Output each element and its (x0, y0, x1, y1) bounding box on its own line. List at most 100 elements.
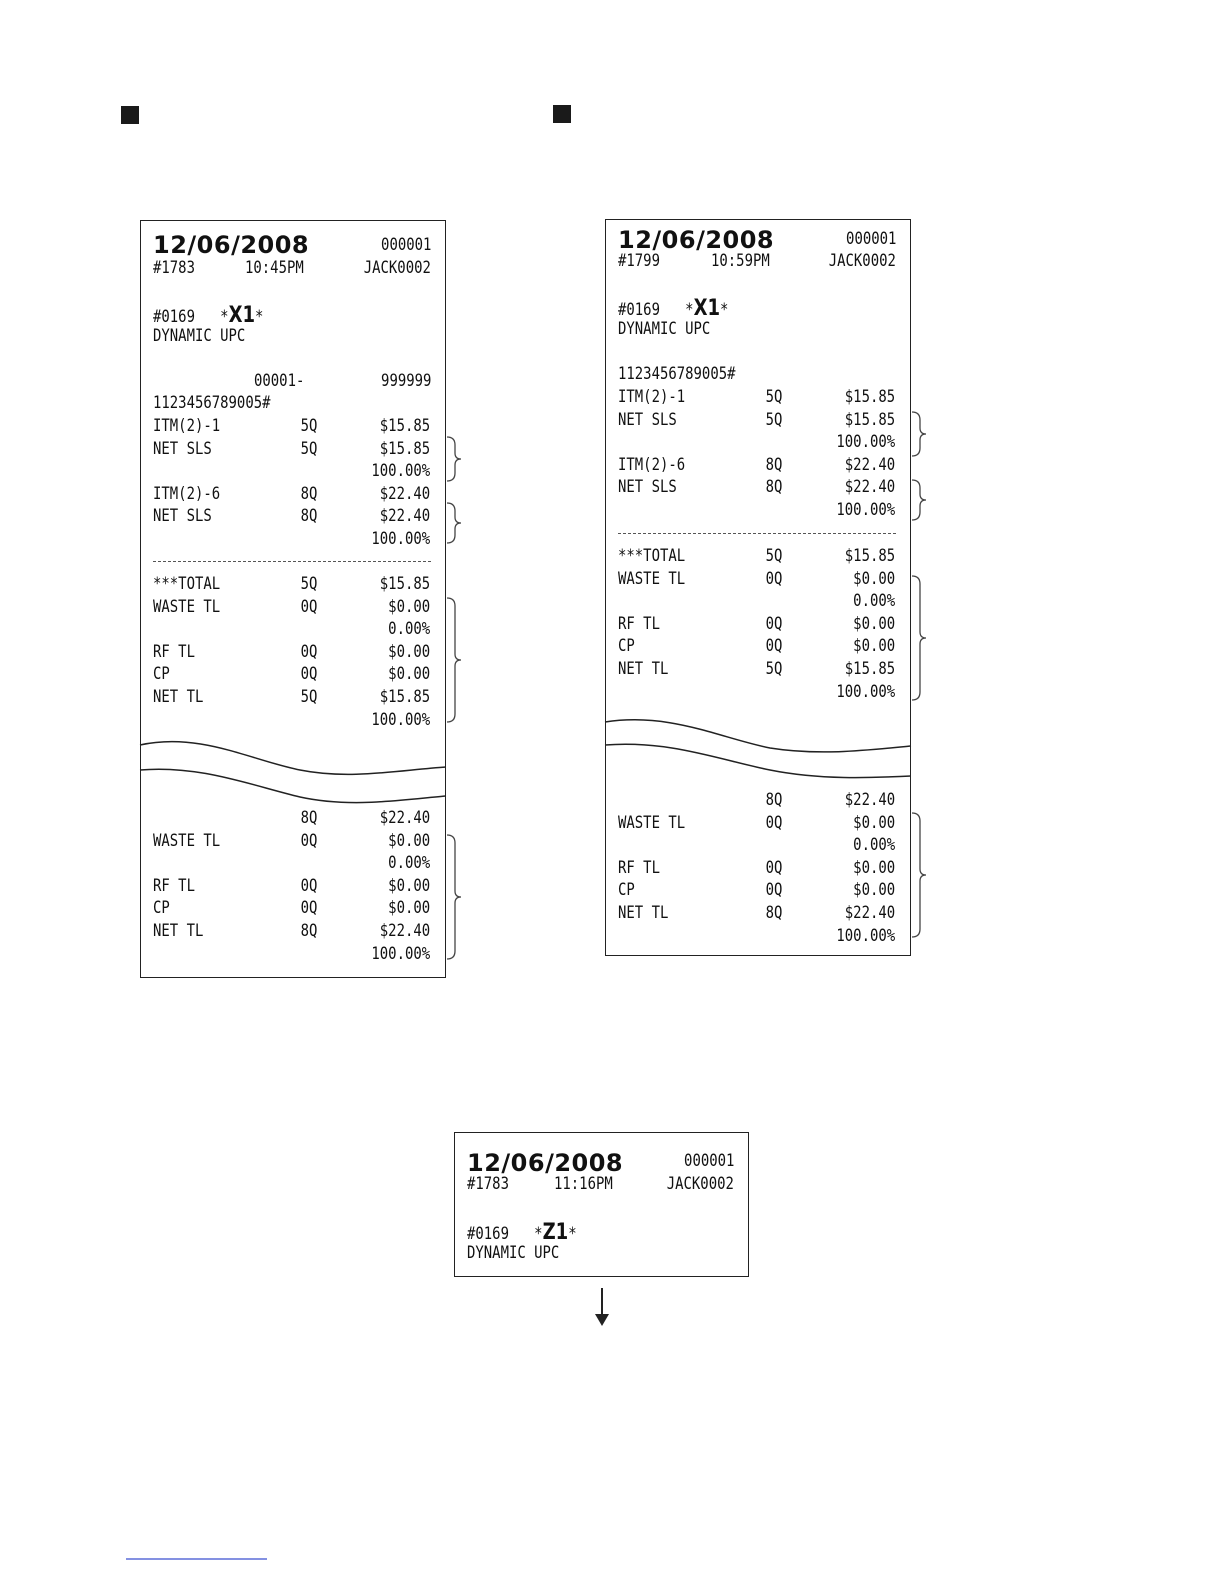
line-qty: 0Q (765, 613, 783, 634)
line-amount: $15.85 (844, 387, 896, 407)
receipt-id: #1783 (467, 1174, 509, 1194)
line-label: NET TL (153, 921, 204, 941)
line-qty: 8Q (300, 921, 318, 941)
line-amount: $0.00 (853, 880, 896, 901)
line-amount: $15.85 (379, 687, 431, 707)
line-amount: $0.00 (388, 898, 431, 919)
line-qty: 5Q (765, 659, 783, 679)
brace-icon (911, 812, 927, 938)
line-amount: $15.85 (844, 409, 896, 430)
line-qty: 0Q (300, 596, 318, 617)
receipt-line: 0.00% (153, 619, 430, 641)
report-mode: X1 (228, 303, 256, 328)
report-title: DYNAMIC UPC (153, 326, 246, 346)
line-amount: 100.00% (836, 681, 896, 702)
report-number: #0169 (153, 307, 195, 327)
line-label: NET SLS (153, 438, 212, 459)
arrow-head-icon (595, 1314, 609, 1326)
receipt-line: 100.00% (153, 710, 430, 732)
line-label: ITM(2)-1 (153, 416, 221, 436)
line-amount: $15.85 (379, 574, 431, 594)
line-label: RF TL (153, 641, 195, 662)
line-amount: $15.85 (844, 546, 896, 566)
line-amount: $15.85 (379, 438, 431, 459)
line-amount: $0.00 (853, 812, 896, 833)
line-qty: 0Q (300, 830, 318, 851)
line-qty: 8Q (300, 808, 318, 828)
receipt-line: 100.00% (618, 682, 895, 704)
brace-icon (911, 479, 927, 521)
receipt-number: 000001 (380, 235, 431, 255)
receipt-number: 000001 (683, 1151, 734, 1171)
line-label: CP (618, 880, 635, 901)
line-qty: 0Q (300, 641, 318, 662)
separator-dashed (618, 533, 896, 534)
mode-star: * (720, 300, 729, 320)
receipt-line: 100.00% (153, 461, 430, 483)
receipt-line: CP 0Q $0.00 (618, 880, 895, 902)
report-number: #0169 (467, 1224, 509, 1244)
receipt-number: 000001 (845, 229, 896, 249)
line-amount: $0.00 (388, 664, 431, 685)
separator-dashed (153, 561, 431, 562)
line-amount: $15.85 (844, 659, 896, 679)
receipt-line: CP 0Q $0.00 (153, 898, 430, 920)
line-amount: 0.00% (388, 853, 431, 874)
line-label: CP (153, 664, 170, 685)
line-qty: 0Q (765, 880, 783, 901)
line-qty: 5Q (300, 574, 318, 594)
range-from: 00001- (254, 371, 305, 391)
brace-icon (911, 411, 927, 457)
receipt-id: #1799 (618, 251, 660, 271)
line-amount: $22.40 (379, 808, 431, 828)
receipt-line: 100.00% (153, 529, 430, 551)
line-qty: 0Q (765, 857, 783, 878)
line-label: NET TL (618, 903, 669, 923)
receipt-date: 12/06/2008 (153, 231, 310, 259)
line-amount: 100.00% (836, 925, 896, 946)
line-label: WASTE TL (153, 596, 221, 617)
section-marker-left (121, 106, 139, 124)
line-amount: $22.40 (379, 506, 431, 527)
line-label: NET SLS (618, 477, 677, 498)
line-label: ***TOTAL (153, 574, 221, 594)
line-amount: $0.00 (388, 641, 431, 662)
line-label: ITM(2)-6 (618, 454, 686, 475)
line-amount: 100.00% (371, 529, 431, 549)
line-label: NET TL (153, 687, 204, 707)
line-amount: 100.00% (836, 500, 896, 520)
item-code: 1123456789005# (153, 393, 271, 413)
line-qty: 0Q (765, 636, 783, 657)
receipt-line: 100.00% (618, 500, 895, 522)
line-qty: 0Q (765, 568, 783, 589)
report-mode: Z1 (542, 1220, 569, 1245)
receipt-line: 0.00% (153, 853, 430, 875)
brace-icon (446, 502, 462, 544)
receipt-line: ***TOTAL 5Q $15.85 (153, 574, 430, 596)
line-label: WASTE TL (618, 812, 686, 833)
line-label: CP (153, 898, 170, 919)
receipt-line: NET TL 8Q $22.40 (153, 921, 430, 943)
receipt-time: 11:16PM (554, 1174, 613, 1194)
line-amount: $0.00 (853, 857, 896, 878)
line-amount: $22.40 (379, 921, 431, 941)
line-amount: $22.40 (844, 454, 896, 475)
line-qty: 5Q (765, 546, 783, 566)
line-qty: 0Q (300, 898, 318, 919)
section-marker-right (553, 105, 571, 123)
report-line: #0169 *Z1* (467, 1220, 577, 1245)
receipt-line: RF TL 0Q $0.00 (153, 641, 430, 664)
mode-star: * (220, 307, 229, 327)
